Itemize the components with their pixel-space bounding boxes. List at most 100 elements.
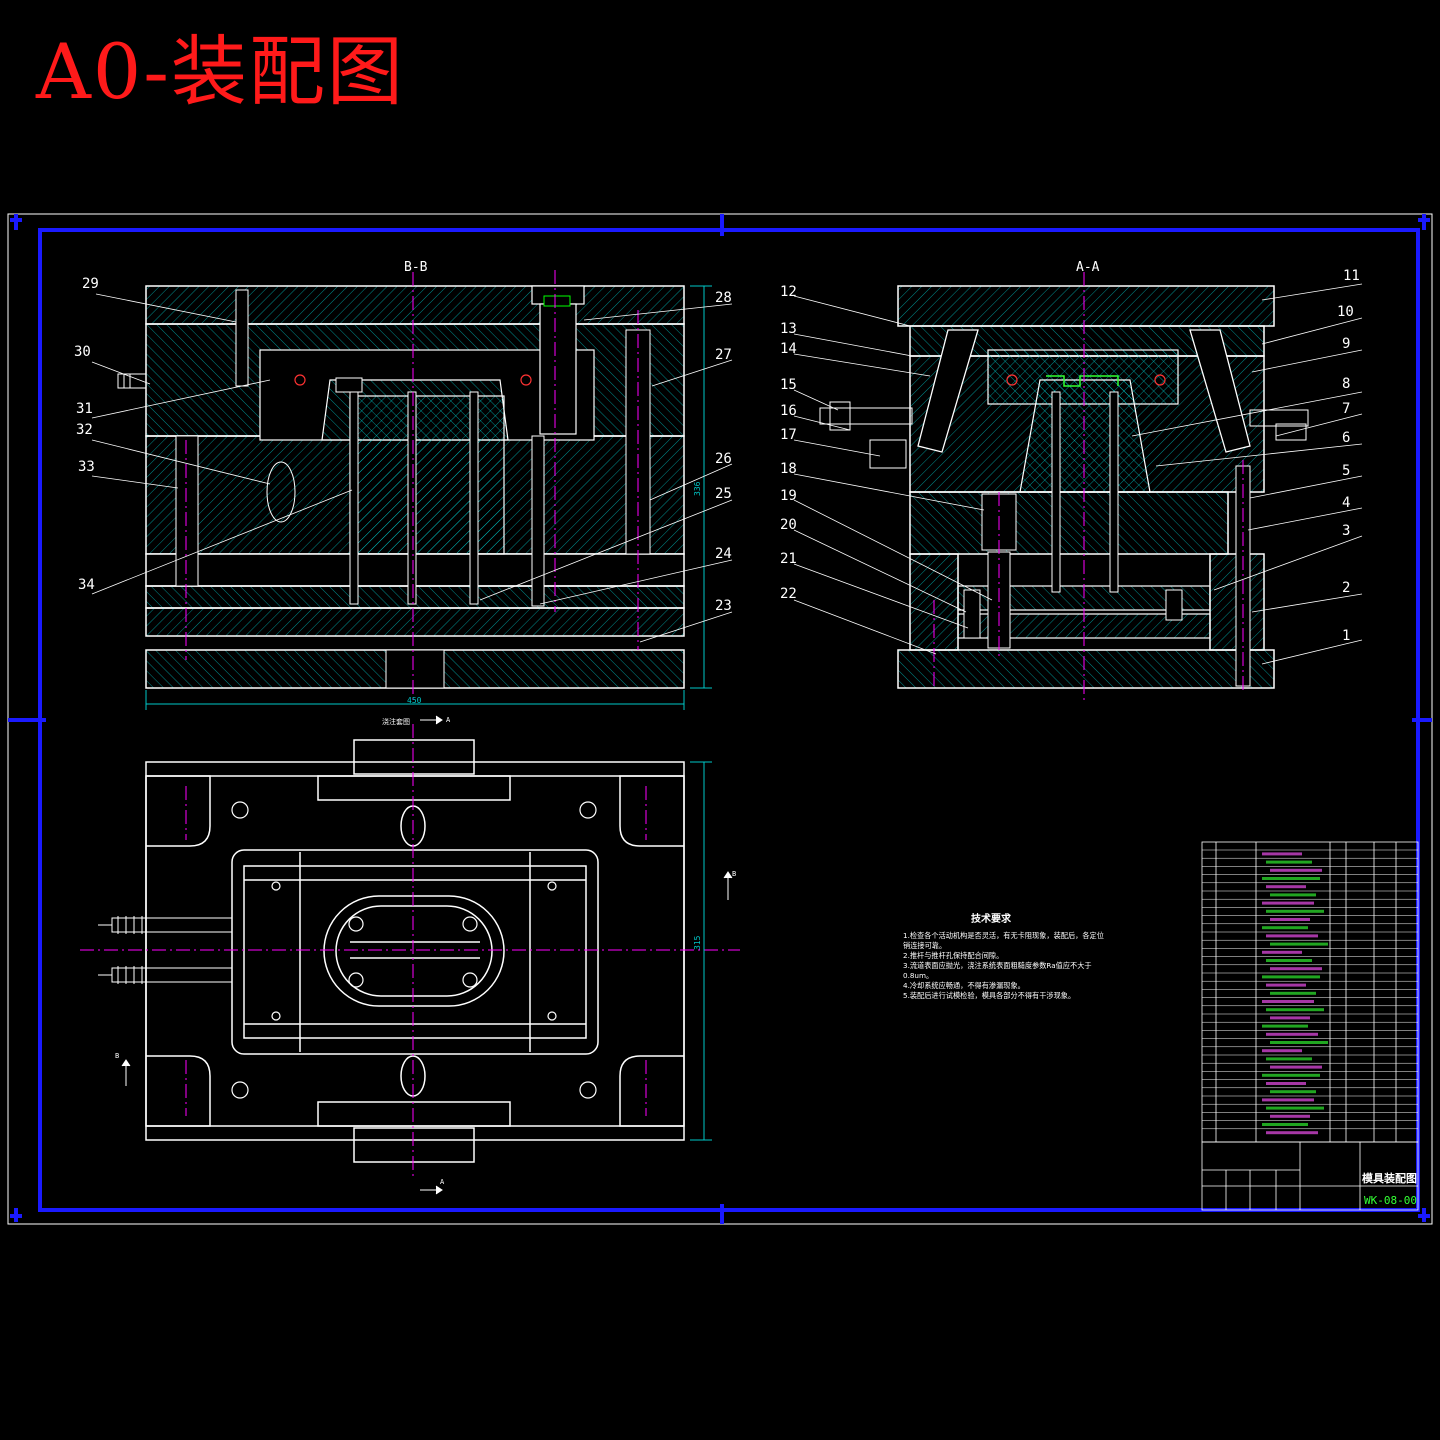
callout-25: 25 <box>715 486 732 502</box>
callout-28: 28 <box>715 290 732 306</box>
parts-row-text-mark <box>1270 1016 1310 1020</box>
aa-left-callouts <box>793 295 993 655</box>
callout-9: 9 <box>1342 336 1350 352</box>
parts-row-text-mark <box>1270 868 1322 872</box>
tech-item-3: 3.流道表面应抛光，浇注系统表面粗糙度参数Ra值应不大于0.8um。 <box>903 961 1092 980</box>
parts-list <box>1201 841 1419 1143</box>
parts-row-text-mark <box>1266 1008 1324 1012</box>
parts-row-text-mark <box>1270 893 1316 897</box>
callout-21: 21 <box>780 551 797 567</box>
callout-13: 13 <box>780 321 797 337</box>
tech-item-4: 4.冷却系统应畅通，不得有渗漏现象。 <box>903 981 1025 990</box>
parts-row-text-mark <box>1266 1082 1306 1085</box>
plan-centerlines <box>80 724 740 1176</box>
section-aa-view: A-A <box>819 260 1309 700</box>
tech-item-5: 5.装配后进行试模检验，模具各部分不得有干涉现象。 <box>903 991 1076 1000</box>
plan-arrow-a-bottom: A <box>440 1178 445 1186</box>
title-block-name: 模具装配图 <box>1362 1171 1417 1185</box>
bb-right-callouts <box>479 303 733 643</box>
callout-5: 5 <box>1342 463 1350 479</box>
parts-row-text-mark <box>1270 1065 1322 1069</box>
callout-27: 27 <box>715 347 732 363</box>
callout-34: 34 <box>78 577 95 593</box>
callout-2: 2 <box>1342 580 1350 596</box>
callout-19: 19 <box>780 488 797 504</box>
parts-row-text-mark <box>1262 950 1302 954</box>
parts-row-text-mark <box>1266 909 1324 913</box>
parts-row-text-mark <box>1262 901 1314 905</box>
callout-3: 3 <box>1342 523 1350 539</box>
plan-arrow-b-right: B <box>732 870 736 878</box>
callout-8: 8 <box>1342 376 1350 392</box>
aa-right-callouts <box>1131 283 1363 665</box>
dimension-width: 450 <box>407 696 422 705</box>
parts-row-text-mark <box>1262 1049 1302 1053</box>
technical-requirements: 技术要求 1.检查各个活动机构是否灵活，有无卡阻现象，装配后，各定位销连接可靠。… <box>903 915 1108 1001</box>
callout-14: 14 <box>780 341 797 357</box>
parts-row-text-mark <box>1270 967 1322 971</box>
callout-12: 12 <box>780 284 797 300</box>
parts-row-text-mark <box>1270 991 1316 995</box>
callout-31: 31 <box>76 401 93 417</box>
callout-1: 1 <box>1342 628 1350 644</box>
callout-26: 26 <box>715 451 732 467</box>
frame-corner-marks <box>8 214 1432 1224</box>
parts-row-text-mark <box>1266 1106 1324 1110</box>
callout-18: 18 <box>780 461 797 477</box>
parts-row-text-mark <box>1266 1131 1318 1135</box>
callout-20: 20 <box>780 517 797 533</box>
parts-row-text-mark <box>1262 1098 1314 1102</box>
drawing-title: A0-装配图 <box>36 27 405 116</box>
parts-row-text-mark <box>1262 852 1302 856</box>
section-aa-label: A-A <box>1076 260 1100 275</box>
tech-heading: 技术要求 <box>971 914 1011 925</box>
callout-11: 11 <box>1343 268 1360 284</box>
tech-item-1: 1.检查各个活动机构是否灵活，有无卡阻现象，装配后，各定位销连接可靠。 <box>903 931 1104 950</box>
section-bb-view: B-B <box>117 260 712 710</box>
parts-row-text-mark <box>1266 934 1318 938</box>
callout-4: 4 <box>1342 495 1350 511</box>
callout-17: 17 <box>780 427 797 443</box>
callout-10: 10 <box>1337 304 1354 320</box>
parts-list-rows <box>1202 849 1418 1135</box>
bb-left-callouts <box>91 293 353 595</box>
tech-item-2: 2.推杆与推杆孔保持配合间隙。 <box>903 951 1004 960</box>
parts-row-text-mark <box>1262 1024 1308 1028</box>
parts-row-text-mark <box>1270 1041 1328 1044</box>
dimension-height-top: 336 <box>693 481 702 496</box>
parts-row-text-mark <box>1262 1123 1308 1126</box>
callout-23: 23 <box>715 598 732 614</box>
parts-row-text-mark <box>1270 918 1310 921</box>
callout-30: 30 <box>74 344 91 360</box>
plan-view <box>145 739 685 1163</box>
plan-arrow-b-left: B <box>115 1052 119 1060</box>
parts-row-text-mark <box>1262 975 1320 979</box>
parts-row-text-mark <box>1266 1032 1318 1036</box>
cooling-connectors <box>98 916 233 984</box>
callout-15: 15 <box>780 377 797 393</box>
parts-row-text-mark <box>1270 1114 1310 1118</box>
callout-16: 16 <box>780 403 797 419</box>
plan-holes <box>231 801 597 1099</box>
callout-6: 6 <box>1342 430 1350 446</box>
callout-24: 24 <box>715 546 732 562</box>
parts-row-text-mark <box>1270 942 1328 946</box>
parts-row-text-mark <box>1266 885 1306 889</box>
callout-29: 29 <box>82 276 99 292</box>
parts-row-text-mark <box>1262 1000 1314 1003</box>
parts-row-text-mark <box>1266 860 1312 864</box>
callout-7: 7 <box>1342 401 1350 417</box>
plan-gate-label: 浇注套图 <box>382 717 410 726</box>
dimension-height-bottom: 315 <box>693 935 702 950</box>
parts-row-text-mark <box>1262 1073 1320 1077</box>
title-block-number: WK-08-00 <box>1364 1194 1417 1207</box>
parts-row-text-mark <box>1270 1090 1316 1094</box>
title-block <box>1201 1141 1419 1211</box>
parts-row-text-mark <box>1266 983 1306 987</box>
section-bb-label: B-B <box>404 260 428 275</box>
callout-32: 32 <box>76 422 93 438</box>
parts-row-text-mark <box>1266 1057 1312 1061</box>
callout-22: 22 <box>780 586 797 602</box>
parts-row-text-mark <box>1266 959 1312 962</box>
